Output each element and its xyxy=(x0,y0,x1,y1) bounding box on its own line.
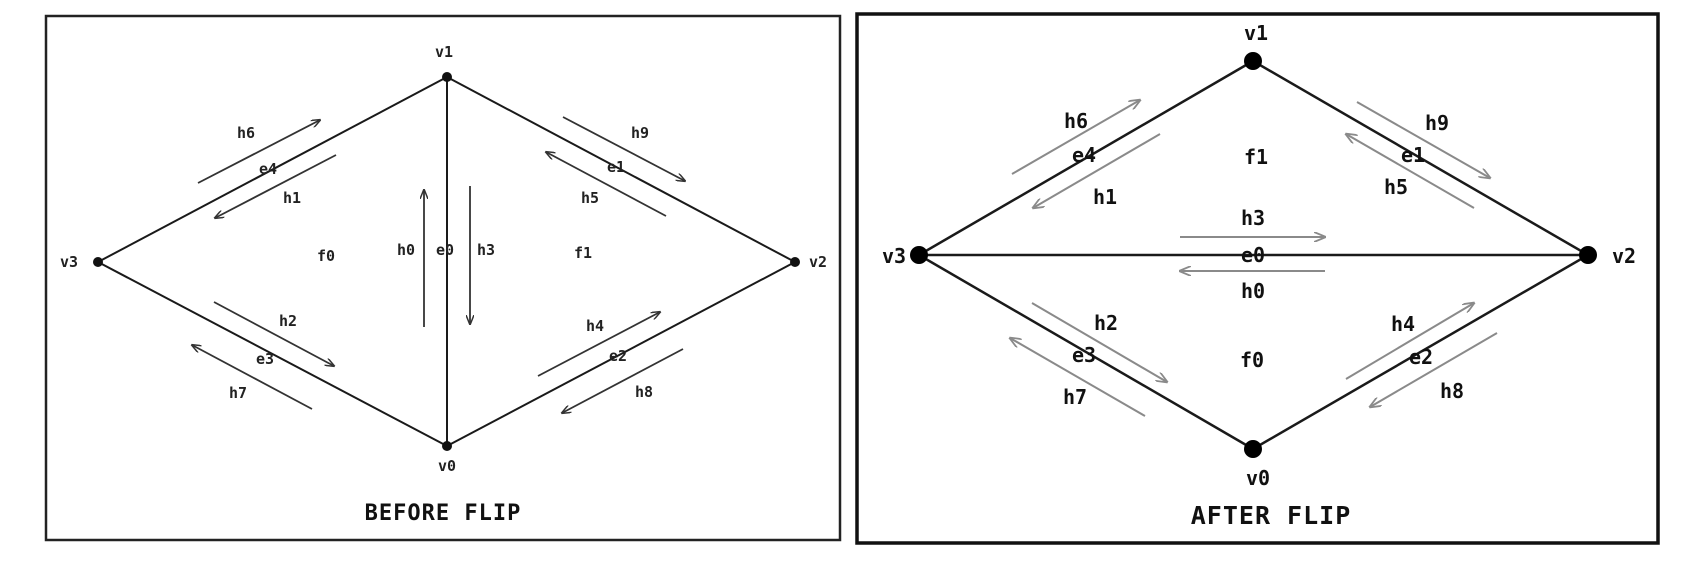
before-label-h4: h4 xyxy=(586,317,604,335)
after-label-h6: h6 xyxy=(1064,109,1088,133)
after-arrow-h8 xyxy=(1370,332,1498,407)
after-halfedge-arrows xyxy=(1010,100,1498,417)
after-label-h4: h4 xyxy=(1391,312,1415,336)
after-label-h7: h7 xyxy=(1063,385,1087,409)
before-label-v3: v3 xyxy=(60,253,78,271)
before-arrow-h6 xyxy=(197,120,320,184)
after-label-h9: h9 xyxy=(1425,111,1449,135)
before-label-h0: h0 xyxy=(397,241,415,259)
after-label-h3: h3 xyxy=(1241,206,1265,230)
before-edge-e4-line xyxy=(97,76,448,263)
after-label-v1: v1 xyxy=(1244,21,1268,45)
after-vertex-v0 xyxy=(1244,440,1262,458)
before-arrow-h7 xyxy=(192,345,313,410)
before-label-e0: e0 xyxy=(436,241,454,259)
before-label-h6: h6 xyxy=(237,124,255,142)
after-panel: v1 v2 v3 v0 h6 e4 h1 f1 h9 e1 h5 h3 e0 h… xyxy=(855,12,1660,545)
before-halfedge-arrows xyxy=(192,116,685,413)
after-label-h2: h2 xyxy=(1094,311,1118,335)
after-arrow-h9 xyxy=(1356,101,1490,178)
after-mesh-edges xyxy=(918,59,1589,451)
before-title: BEFORE FLIP xyxy=(365,501,522,526)
after-arrow-h6 xyxy=(1011,100,1140,175)
before-vertices xyxy=(93,72,800,451)
after-label-v0: v0 xyxy=(1246,466,1270,490)
after-label-v3: v3 xyxy=(882,244,906,268)
after-label-h0: h0 xyxy=(1241,279,1265,303)
after-label-v2: v2 xyxy=(1612,244,1636,268)
before-panel: v1 v2 v3 v0 h6 e4 h1 h9 e1 h5 f0 h0 e0 h… xyxy=(44,14,842,542)
before-edge-e1-line xyxy=(446,76,796,263)
before-label-v1: v1 xyxy=(435,43,453,61)
after-arrow-h4 xyxy=(1345,303,1474,380)
after-edge-e1-line xyxy=(1252,59,1589,257)
after-frame xyxy=(855,12,1660,545)
after-arrow-h7 xyxy=(1010,338,1146,417)
before-arrow-h4 xyxy=(537,312,660,377)
before-arrow-h2 xyxy=(213,301,334,366)
before-label-e2: e2 xyxy=(609,347,627,365)
before-edge-e3-line xyxy=(97,261,448,447)
after-title: AFTER FLIP xyxy=(1191,501,1352,530)
after-label-e1: e1 xyxy=(1401,143,1425,167)
before-label-h8: h8 xyxy=(635,383,653,401)
after-edge-e2-line xyxy=(1252,253,1589,451)
before-labels: v1 v2 v3 v0 h6 e4 h1 h9 e1 h5 f0 h0 e0 h… xyxy=(60,43,827,475)
after-arrow-h5 xyxy=(1346,134,1475,209)
before-label-h9: h9 xyxy=(631,124,649,142)
before-label-h2: h2 xyxy=(279,312,297,330)
after-label-e0: e0 xyxy=(1241,243,1265,267)
after-label-f0: f0 xyxy=(1240,348,1264,372)
before-label-h7: h7 xyxy=(229,384,247,402)
before-label-f0: f0 xyxy=(317,247,335,265)
before-label-e3: e3 xyxy=(256,350,274,368)
before-label-e4: e4 xyxy=(259,160,277,178)
after-vertices xyxy=(910,52,1597,458)
before-label-h1: h1 xyxy=(283,189,301,207)
before-mesh-edges xyxy=(97,76,796,447)
after-label-h1: h1 xyxy=(1093,185,1117,209)
before-label-h3: h3 xyxy=(477,241,495,259)
before-arrow-h5 xyxy=(546,152,667,217)
before-arrow-h8 xyxy=(562,348,684,413)
before-vertex-v2 xyxy=(790,257,800,267)
before-label-v0: v0 xyxy=(438,457,456,475)
after-vertex-v2 xyxy=(1579,246,1597,264)
after-arrow-h1 xyxy=(1033,133,1161,208)
before-label-f1: f1 xyxy=(574,244,592,262)
after-vertex-v1 xyxy=(1244,52,1262,70)
before-label-v2: v2 xyxy=(809,253,827,271)
before-label-h5: h5 xyxy=(581,189,599,207)
before-label-e1: e1 xyxy=(607,158,625,176)
before-edge-e2-line xyxy=(446,261,796,447)
after-label-e2: e2 xyxy=(1409,345,1433,369)
before-frame xyxy=(44,14,842,542)
before-vertex-v0 xyxy=(442,441,452,451)
after-arrow-h2 xyxy=(1031,302,1167,382)
after-edge-e4-line xyxy=(918,59,1254,257)
after-label-e4: e4 xyxy=(1072,143,1096,167)
after-vertex-v3 xyxy=(910,246,928,264)
after-label-h5: h5 xyxy=(1384,175,1408,199)
after-edge-e3-line xyxy=(918,253,1254,451)
before-arrow-h9 xyxy=(562,116,685,181)
after-labels: v1 v2 v3 v0 h6 e4 h1 f1 h9 e1 h5 h3 e0 h… xyxy=(882,21,1636,490)
before-vertex-v3 xyxy=(93,257,103,267)
after-label-e3: e3 xyxy=(1072,343,1096,367)
after-label-h8: h8 xyxy=(1440,379,1464,403)
before-arrow-h1 xyxy=(215,154,337,218)
before-vertex-v1 xyxy=(442,72,452,82)
after-label-f1: f1 xyxy=(1244,145,1268,169)
